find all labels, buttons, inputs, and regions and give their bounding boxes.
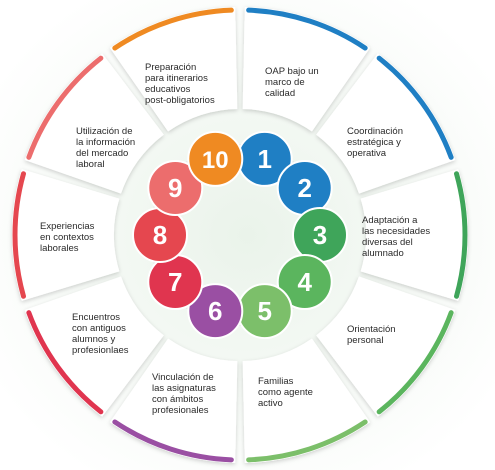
- segment-rim-5: [246, 419, 368, 463]
- step-circle-3: 3: [292, 207, 348, 263]
- step-label-4: Orientación personal: [347, 324, 396, 346]
- step-label-6: Vinculación de las asignaturas con ámbit…: [152, 372, 216, 416]
- segment-1: [242, 7, 371, 132]
- segment-3: [360, 169, 468, 301]
- step-number: 9: [168, 173, 182, 203]
- step-label-3: Adaptación a las necesidades diversas de…: [362, 215, 431, 259]
- step-circle-9: 9: [147, 159, 204, 216]
- segment-8: [11, 169, 120, 301]
- segment-5: [242, 338, 371, 463]
- step-number: 7: [168, 267, 182, 297]
- segment-9: [24, 53, 164, 194]
- step-number: 10: [202, 147, 229, 174]
- segment-2: [316, 53, 456, 194]
- segment-rim-3: [453, 171, 468, 299]
- step-number: 6: [208, 296, 222, 326]
- step-number: 3: [313, 220, 327, 250]
- segment-rim-6: [112, 419, 234, 463]
- step-circle-10: 10: [187, 130, 244, 187]
- segment-rim-1: [246, 7, 368, 51]
- step-circle-bg: [276, 254, 333, 311]
- segment-rim-7: [26, 310, 104, 415]
- step-circle-bg: [187, 130, 244, 187]
- step-label-10: Preparación para itinerarios educativos …: [145, 62, 215, 106]
- segment-4: [316, 276, 456, 417]
- step-number: 2: [297, 173, 311, 203]
- segments-layer: [11, 7, 468, 463]
- segment-7: [24, 276, 164, 417]
- step-label-7: Encuentros con antiguos alumnos y profes…: [72, 312, 129, 356]
- segment-rim-10: [112, 7, 234, 51]
- step-circle-2: 2: [276, 159, 333, 216]
- segment-rim-8: [12, 171, 27, 299]
- step-label-1: OAP bajo un marco de calidad: [265, 66, 319, 99]
- step-circle-7: 7: [147, 254, 204, 311]
- segment-10: [109, 7, 238, 132]
- step-circle-bg: [147, 159, 204, 216]
- segment-rim-4: [376, 310, 454, 415]
- step-circle-bg: [187, 283, 244, 340]
- segment-6: [109, 338, 238, 463]
- step-circle-5: 5: [236, 283, 293, 340]
- step-circle-8: 8: [132, 207, 188, 263]
- segment-rim-9: [26, 55, 104, 160]
- step-number: 4: [297, 267, 312, 297]
- step-number: 8: [153, 220, 167, 250]
- step-circle-4: 4: [276, 254, 333, 311]
- step-label-8: Experiencias en contextos laborales: [40, 221, 95, 254]
- step-circle-6: 6: [187, 283, 244, 340]
- step-label-9: Utilización de la información del mercad…: [76, 126, 136, 170]
- step-number: 1: [257, 144, 271, 174]
- step-number: 5: [257, 296, 271, 326]
- step-label-5: Familias como agente activo: [258, 376, 313, 409]
- segment-rim-2: [376, 55, 454, 160]
- step-label-2: Coordinación estratégica y operativa: [347, 126, 403, 159]
